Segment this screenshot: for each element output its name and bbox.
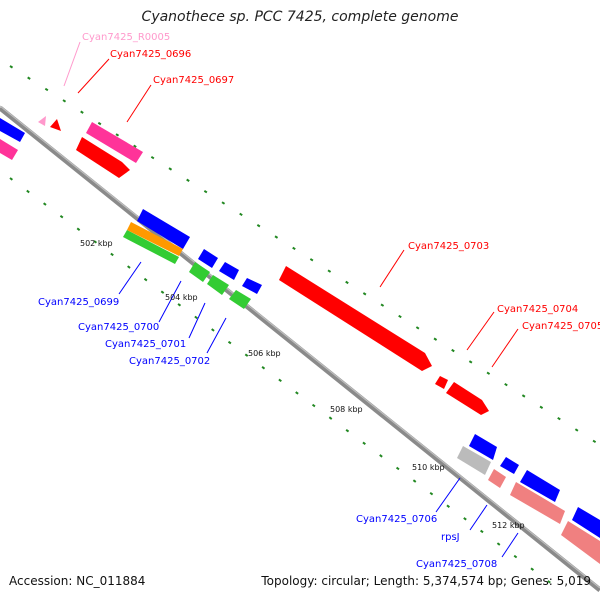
map-title: Cyanothece sp. PCC 7425, complete genome — [141, 9, 459, 25]
gene-0704 — [435, 376, 448, 389]
gene-0703 — [279, 266, 432, 371]
gene-edge-blue — [0, 118, 25, 142]
label-0702: Cyan7425_0702 — [129, 356, 210, 367]
gene-r0005 — [38, 116, 46, 126]
gene-0701-green — [207, 275, 229, 295]
scale-labels: 502 kbp 504 kbp 506 kbp 508 kbp 510 kbp … — [80, 239, 525, 530]
gene-0706-gray — [457, 446, 491, 475]
label-0699: Cyan7425_0699 — [38, 297, 119, 308]
genome-backbone — [0, 105, 600, 592]
gene-0696 — [50, 119, 61, 131]
label-0708: Cyan7425_0708 — [416, 559, 497, 570]
gene-edge-blue-right — [572, 507, 600, 538]
label-0706: Cyan7425_0706 — [356, 514, 437, 525]
gene-0706-blue — [469, 434, 497, 460]
label-r0005: Cyan7425_R0005 — [82, 32, 170, 43]
gene-0705 — [446, 382, 489, 415]
topology-text: Topology: circular; Length: 5,374,574 bp… — [261, 574, 591, 588]
label-0697: Cyan7425_0697 — [153, 75, 234, 86]
gene-0700-blue — [198, 249, 218, 268]
label-0704: Cyan7425_0704 — [497, 304, 578, 315]
gene-0702-green — [229, 290, 251, 309]
label-rpsJ: rpsJ — [441, 532, 460, 543]
scale-label-502: 502 kbp — [80, 239, 113, 248]
gene-0699-green — [123, 230, 179, 264]
label-0696: Cyan7425_0696 — [110, 49, 191, 60]
gene-labels: Cyan7425_R0005 Cyan7425_0696 Cyan7425_06… — [38, 32, 600, 570]
gene-edge-salmon-right — [561, 521, 600, 564]
gene-0702-blue — [242, 278, 262, 294]
gene-features — [0, 116, 600, 564]
gene-orange — [127, 222, 183, 256]
gene-0701-blue — [219, 262, 239, 280]
accession-text: Accession: NC_011884 — [9, 574, 146, 588]
gene-rpsJ-salmon — [488, 469, 506, 488]
label-leaders — [63, 41, 519, 558]
label-0700: Cyan7425_0700 — [78, 322, 159, 333]
gene-edge-pink — [0, 139, 18, 160]
scale-label-508: 508 kbp — [330, 405, 363, 414]
gene-0708-salmon — [510, 482, 565, 524]
label-0703: Cyan7425_0703 — [408, 241, 489, 252]
gene-0697-pink — [86, 122, 143, 163]
scale-label-510: 510 kbp — [412, 463, 445, 472]
scale-label-506: 506 kbp — [248, 349, 281, 358]
gene-0699-blue — [137, 209, 190, 249]
gene-0708-blue — [520, 470, 560, 502]
tick-row-outer — [9, 65, 600, 446]
gene-0700-green — [189, 262, 210, 282]
label-0705: Cyan7425_0705 — [522, 321, 600, 332]
scale-label-504: 504 kbp — [165, 293, 198, 302]
gene-rpsJ-blue — [500, 457, 519, 474]
scale-label-512: 512 kbp — [492, 521, 525, 530]
label-0701: Cyan7425_0701 — [105, 339, 186, 350]
gene-0697-red — [76, 137, 130, 178]
